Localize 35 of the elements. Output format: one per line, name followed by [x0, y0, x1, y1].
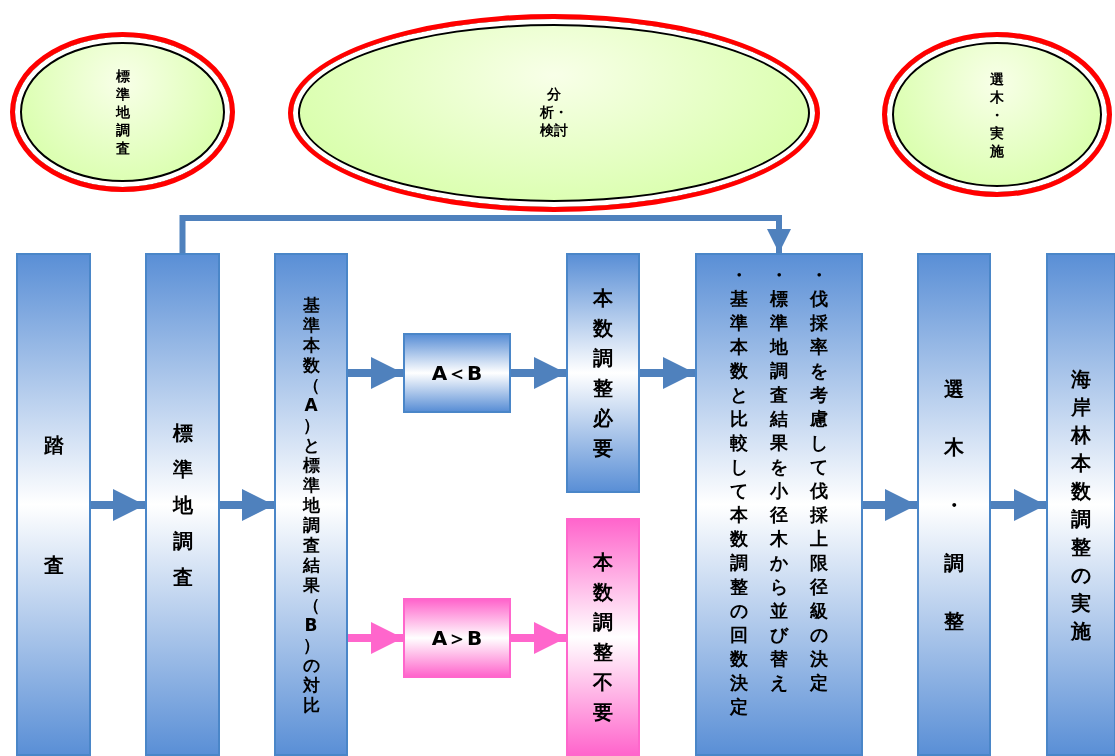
process-box — [695, 253, 863, 756]
arrow — [991, 489, 1046, 521]
process-box — [1046, 253, 1115, 756]
box-label: 標準地調査 — [115, 67, 130, 157]
box-label: 分析・検討 — [539, 86, 569, 140]
arrow — [640, 357, 695, 389]
box-label: A＞B — [431, 624, 483, 652]
result-box — [566, 253, 640, 493]
arrow — [348, 622, 403, 654]
box-label: 選木・調整 — [944, 375, 964, 635]
box-label: 標準地調査 — [172, 419, 193, 591]
condition-box — [403, 598, 511, 678]
result-box — [566, 518, 640, 756]
arrow — [511, 357, 566, 389]
box-label: A＜B — [431, 359, 483, 387]
box-label: 本数調整不要 — [593, 549, 613, 726]
process-box — [917, 253, 991, 756]
box-label: ・伐採率を考慮して伐採上限径級の決定 — [810, 263, 828, 695]
condition-box — [403, 333, 511, 413]
box-label: 海岸林本数調整の実施 — [1071, 365, 1091, 645]
process-box — [274, 253, 348, 756]
process-box — [16, 253, 91, 756]
arrow — [511, 622, 566, 654]
arrow — [348, 357, 403, 389]
box-label: ・標準地調査結果を小径木から並び替え — [770, 263, 788, 695]
arrow — [863, 489, 917, 521]
box-label: 本数調整必要 — [593, 285, 613, 462]
arrow — [91, 489, 145, 521]
arrow — [220, 489, 274, 521]
box-label: 踏査 — [43, 431, 64, 579]
box-label: ・基準本数と比較して本数調整の回数決定 — [730, 263, 748, 719]
box-label: 基準本数（A）と標準地調査結果（B）の対比 — [302, 294, 320, 715]
box-label: 選木・実施 — [990, 69, 1004, 160]
arrow — [179, 215, 791, 253]
process-box — [145, 253, 220, 756]
